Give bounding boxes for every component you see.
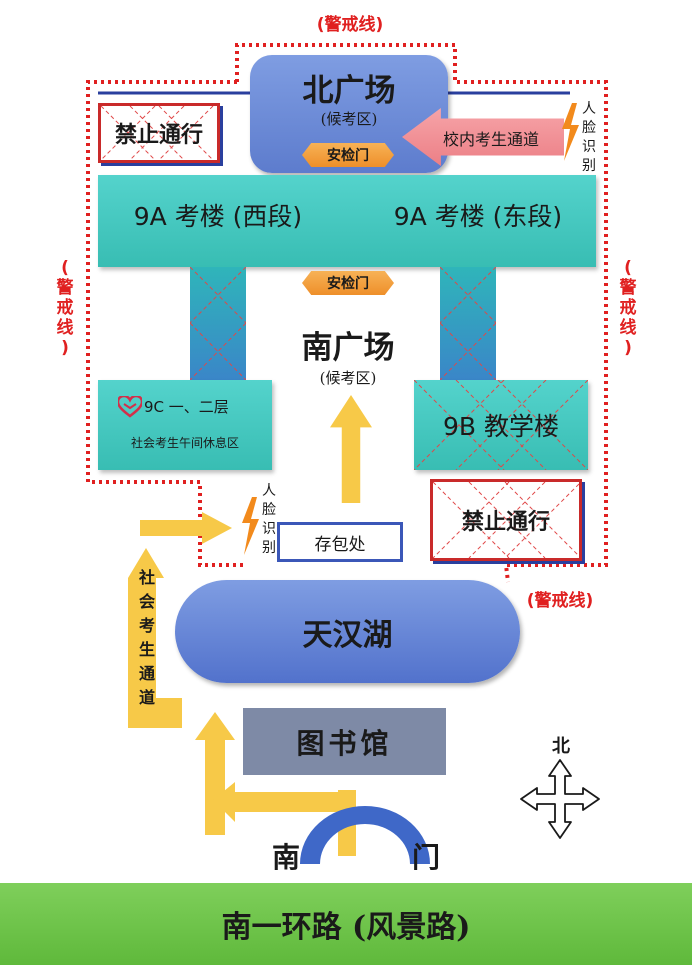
connector-left (190, 267, 246, 380)
lightning-icon (562, 103, 579, 161)
cross-hatch-pattern (440, 267, 496, 380)
cordon-label-bottom: (警戒线) (526, 590, 594, 611)
forbidden-zone-se: 禁止通行 (430, 479, 582, 561)
cordon-label-top: (警戒线) (316, 14, 384, 35)
cross-hatch-pattern (433, 482, 579, 558)
compass-icon (520, 759, 600, 839)
public-channel-label: 社会考生通道 (138, 568, 155, 707)
south-plaza-title: 南广场 (301, 329, 395, 366)
building-9a-west-label: 9A 考楼 (西段) (133, 202, 303, 231)
lightning-icon (242, 497, 259, 555)
center-security-gate[interactable]: 安检门 (302, 271, 394, 295)
road-south-ring: 南一环路 (风景路) (0, 883, 692, 965)
north-security-gate[interactable]: 安检门 (302, 143, 394, 167)
building-9a[interactable]: 9A 考楼 (西段) 9A 考楼 (东段) (98, 175, 596, 267)
building-9a-east-label: 9A 考楼 (东段) (393, 202, 563, 231)
north-plaza[interactable]: 北广场 (候考区) 安检门 (250, 55, 448, 173)
south-plaza-subtitle: (候考区) (319, 368, 377, 387)
south-gate-arch (300, 806, 430, 864)
building-9c[interactable]: 9C 一、二层 社会考生午间休息区 (98, 380, 272, 470)
south-gate-label-right: 门 (411, 841, 440, 874)
bag-storage[interactable]: 存包处 (277, 522, 403, 562)
forbidden-label-se: 禁止通行 (461, 510, 550, 535)
building-9b-label: 9B 教学楼 (442, 412, 559, 441)
connector-right (440, 267, 496, 380)
building-9b[interactable]: 9B 教学楼 (414, 380, 588, 470)
cross-hatch-pattern (414, 380, 588, 470)
building-9c-title: 9C 一、二层 (144, 398, 229, 416)
south-gate-label-left: 南 (271, 841, 300, 874)
tianhan-lake: 天汉湖 (175, 580, 520, 683)
compass-north-label: 北 (552, 736, 570, 757)
forbidden-zone-nw: 禁止通行 (98, 103, 220, 163)
cross-hatch-pattern (101, 106, 214, 160)
library[interactable]: 图书馆 (243, 708, 446, 775)
face-recognition-label-mid: 人脸识别 (262, 483, 276, 556)
cordon-label-right: (警戒线) (619, 258, 637, 358)
campus-channel-label: 校内考生通道 (442, 130, 539, 149)
north-plaza-subtitle: (候考区) (320, 109, 378, 128)
north-plaza-title: 北广场 (302, 72, 396, 109)
cross-hatch-pattern (190, 267, 246, 380)
cordon-label-left: (警戒线) (56, 258, 74, 358)
face-recognition-label-ne: 人脸识别 (582, 101, 596, 174)
heart-hands-icon (118, 396, 142, 418)
building-9c-subtitle: 社会考生午间休息区 (130, 435, 239, 450)
forbidden-label-nw: 禁止通行 (114, 123, 203, 148)
